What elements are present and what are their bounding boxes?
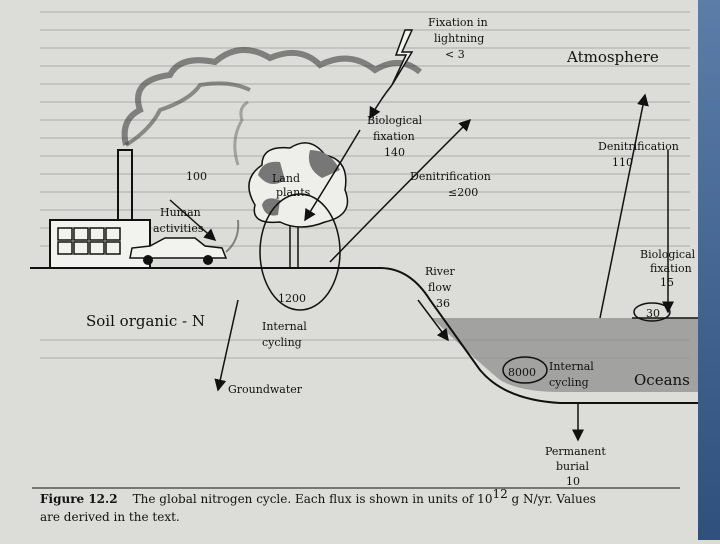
- burial-label-3: 10: [566, 475, 580, 488]
- land-surface-line: [30, 267, 698, 404]
- ocean-surface-loop: [633, 302, 671, 322]
- soil-pool-value: 1200: [278, 292, 306, 305]
- groundwater-label: Groundwater: [228, 383, 303, 396]
- internal-ocean-label-2: cycling: [549, 376, 589, 389]
- river-label-1: River: [425, 265, 456, 278]
- lightning-label-1: Fixation in: [428, 16, 488, 29]
- ocean-pool-loop: [502, 356, 548, 384]
- arrow-lightning-fixation: [369, 84, 393, 120]
- factory-icon: [49, 47, 422, 269]
- internal-ocean-label-1: Internal: [549, 360, 594, 373]
- plants-label-2: plants: [276, 186, 311, 199]
- bio-ocean-label-2: fixation: [650, 262, 692, 275]
- car-icon: [129, 219, 240, 265]
- soil-organic-label: Soil organic - N: [86, 312, 205, 330]
- background-text-ghost: [40, 11, 690, 359]
- human-label-1: Human: [160, 206, 201, 219]
- burial-label-1: Permanent: [545, 445, 606, 458]
- lightning-label-3: < 3: [445, 48, 465, 61]
- bio-land-label-2: fixation: [373, 130, 415, 143]
- arrow-denitrification-ocean: [599, 93, 649, 319]
- lightning-label-2: lightning: [434, 32, 484, 45]
- arrow-groundwater: [214, 299, 239, 392]
- atmosphere-label: Atmosphere: [566, 48, 659, 66]
- river-label-2: flow: [428, 281, 452, 294]
- denit-ocean-label-2: 110: [612, 156, 633, 169]
- burial-label-2: burial: [556, 460, 589, 473]
- internal-land-label-1: Internal: [262, 320, 307, 333]
- tree-icon: [233, 100, 349, 269]
- internal-cycling-land-loop: [259, 193, 341, 311]
- oceans-label: Oceans: [634, 371, 690, 389]
- arrow-biological-fixation-land: [304, 129, 361, 222]
- caption-text-1b: g N/yr. Values: [508, 492, 596, 506]
- diagram-stage: Fixation in lightning < 3 Atmosphere Bio…: [30, 11, 698, 524]
- human-value: 100: [186, 170, 207, 183]
- bio-land-label-3: 140: [384, 146, 405, 159]
- ocean-surface-value: 30: [646, 307, 660, 320]
- arrow-human-activities: [169, 199, 217, 241]
- caption-superscript: 12: [492, 487, 507, 501]
- denit-land-label-1: Denitrification: [410, 170, 491, 183]
- ocean-water: [432, 318, 698, 392]
- bio-land-label-1: Biological: [367, 114, 423, 127]
- human-label-2: activities: [153, 222, 204, 235]
- slide-frame-bar: [698, 0, 720, 540]
- arrow-river-flow: [417, 299, 449, 342]
- denit-land-label-2: ≤200: [448, 186, 478, 199]
- denit-ocean-label-1: Denitrification: [598, 140, 679, 153]
- plants-label-1: Land: [272, 172, 300, 185]
- caption-prefix: Figure 12.2: [40, 492, 118, 506]
- lightning-bolt-icon: [391, 29, 414, 86]
- river-label-3: 36: [436, 297, 450, 310]
- bio-ocean-label-3: 15: [660, 276, 674, 289]
- figure-caption-line-1: Figure 12.2 The global nitrogen cycle. E…: [40, 487, 596, 507]
- internal-land-label-2: cycling: [262, 336, 302, 349]
- bio-ocean-label-1: Biological: [640, 248, 696, 261]
- figure-caption-line-2: are derived in the text.: [40, 510, 180, 524]
- arrow-denitrification-land: [329, 118, 472, 263]
- caption-text-1: The global nitrogen cycle. Each flux is …: [133, 492, 493, 506]
- ocean-pool-value: 8000: [508, 366, 536, 379]
- nitrogen-cycle-diagram: Fixation in lightning < 3 Atmosphere Bio…: [30, 11, 698, 524]
